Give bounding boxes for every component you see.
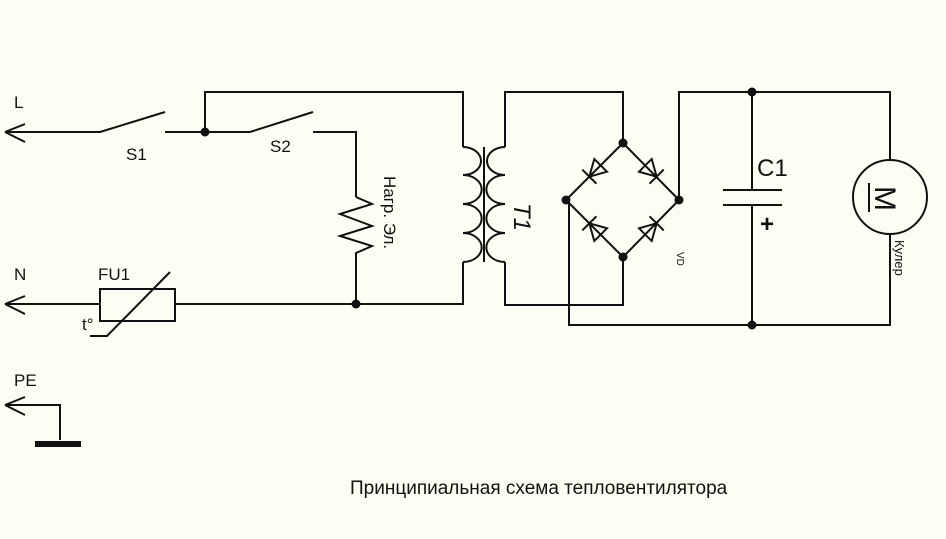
diode [637, 157, 665, 185]
motor-cooler: M Кулер [852, 159, 928, 276]
capacitor-c1: C1 + [723, 92, 788, 325]
motor-symbol: M [868, 186, 901, 211]
junction-dot [618, 252, 628, 262]
label-pe: PE [14, 371, 37, 390]
earth-ground: PE [4, 371, 81, 447]
junction-dot [618, 138, 628, 148]
wire-secondary-bottom [504, 257, 624, 306]
transformer-t1: T1 [462, 146, 535, 263]
diode [581, 215, 609, 243]
switch-s2: S2 [205, 111, 357, 197]
label-s1: S1 [126, 145, 147, 164]
label-fu1: FU1 [98, 265, 130, 284]
label-heater: Нагр. Эл. [380, 176, 399, 249]
label-c1: C1 [757, 155, 788, 182]
label-vd: VD [674, 252, 685, 266]
junction-dot [747, 320, 757, 330]
label-n: N [14, 265, 26, 284]
label-l: L [14, 93, 23, 112]
wire-primary-top [204, 91, 464, 147]
line-input: L [4, 93, 100, 143]
label-temp: t° [82, 315, 94, 334]
switch-s1: S1 [99, 111, 205, 164]
diode-bridge-vd: VD [564, 141, 685, 266]
wire-dc-positive [678, 91, 891, 200]
diode [581, 157, 609, 185]
label-motor: Кулер [892, 240, 907, 276]
label-t1: T1 [508, 203, 535, 231]
diode [637, 215, 665, 243]
heater-resistor: Нагр. Эл. [336, 176, 399, 304]
label-plus: + [760, 211, 774, 238]
wire-dc-negative [568, 200, 891, 326]
junction-dot [747, 87, 757, 97]
diagram-caption: Принципиальная схема тепловентилятора [350, 478, 728, 499]
neutral-input: N [4, 262, 464, 315]
wire-secondary-top [504, 91, 624, 147]
label-s2: S2 [270, 137, 291, 156]
thermal-fuse-fu1: FU1 t° [82, 265, 176, 337]
